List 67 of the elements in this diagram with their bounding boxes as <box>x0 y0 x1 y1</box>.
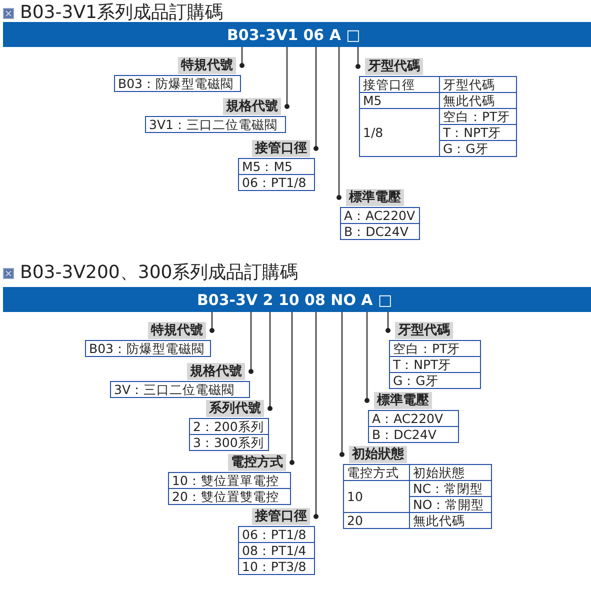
connector-line <box>210 312 214 333</box>
code-option: B03：防爆型電磁閥 <box>115 76 240 91</box>
code-option: M5：M5 <box>239 159 314 174</box>
connector-line <box>314 47 318 151</box>
code-option: 10：PT3/8 <box>239 558 314 574</box>
code-option: NO：常開型 <box>409 496 491 512</box>
connector-line <box>340 312 344 457</box>
code-option: 1/8 <box>360 108 439 156</box>
column-header: 牙型代碼 <box>439 77 516 92</box>
group-heading: 特規代號 <box>178 57 236 74</box>
code-option: 2：200系列 <box>190 419 268 434</box>
code-option: T：NPT牙 <box>439 124 516 140</box>
code-option: 空白：PT牙 <box>439 108 516 124</box>
column-header: 初始狀態 <box>409 465 491 480</box>
group-heading: 牙型代碼 <box>395 322 453 339</box>
code-option: M5 <box>360 92 439 108</box>
column-header: 電控方式 <box>346 465 400 480</box>
code-option: 3V1：三口二位電磁閥 <box>146 117 285 132</box>
code-option: 3V：三口二位電磁閥 <box>111 382 249 397</box>
connector-line <box>314 312 318 519</box>
code-option: 20：雙位置雙電控 <box>169 488 290 504</box>
group-heading: 規格代號 <box>187 363 245 380</box>
group-heading: 系列代號 <box>206 400 264 417</box>
group-heading: 標準電壓 <box>346 189 404 206</box>
section-title: B03-3V1系列成品訂購碼 <box>20 2 223 24</box>
code-option: G：G牙 <box>439 140 516 156</box>
connector-line <box>248 312 254 374</box>
group-heading: 規格代號 <box>223 98 281 115</box>
connector-line <box>290 312 294 465</box>
code-option: T：NPT牙 <box>390 356 480 372</box>
group-heading: 初始狀態 <box>349 446 407 463</box>
code-option: B03：防爆型電磁閥 <box>86 341 210 356</box>
group-heading: 接管口徑 <box>252 508 310 525</box>
group-heading: 接管口徑 <box>252 140 310 157</box>
group-heading: 特規代號 <box>148 322 206 339</box>
group-heading: 牙型代碼 <box>365 58 423 75</box>
code-option: 無此代碼 <box>439 92 516 108</box>
connector-line <box>268 312 272 411</box>
connector-line <box>356 47 360 69</box>
code-option: 08：PT1/4 <box>239 542 314 558</box>
connector-line <box>336 47 342 200</box>
connector-line <box>240 47 244 68</box>
code-option: 06：PT1/8 <box>239 527 314 542</box>
order-code-bar <box>3 22 591 47</box>
column-header: 接管口徑 <box>362 77 416 92</box>
code-option: 10：雙位置單電控 <box>169 473 290 488</box>
connector-line <box>284 47 290 109</box>
section-title: B03-3V200、300系列成品訂購碼 <box>20 262 298 284</box>
connector-line <box>386 312 390 333</box>
group-heading: 標準電壓 <box>374 392 432 409</box>
code-option: 無此代碼 <box>409 512 491 528</box>
code-option: 06：PT1/8 <box>239 174 314 190</box>
code-option: A：AC220V <box>369 411 458 426</box>
code-option: B：DC24V <box>369 426 458 442</box>
code-option: 20 <box>344 512 409 528</box>
code-option: 10 <box>344 480 409 512</box>
code-option: G：G牙 <box>390 372 480 388</box>
code-option: 空白：PT牙 <box>390 341 480 356</box>
group-heading: 電控方式 <box>228 454 286 471</box>
connector-line <box>364 312 370 403</box>
code-option: B：DC24V <box>341 223 419 239</box>
order-code: B03-3V 2 10 08 NO A □ <box>197 290 392 308</box>
code-option: NC：常閉型 <box>409 480 491 496</box>
code-option: 3：300系列 <box>190 434 268 450</box>
order-code-bar <box>3 287 591 312</box>
order-code: B03-3V1 06 A □ <box>227 26 360 44</box>
code-option: A：AC220V <box>341 208 419 223</box>
